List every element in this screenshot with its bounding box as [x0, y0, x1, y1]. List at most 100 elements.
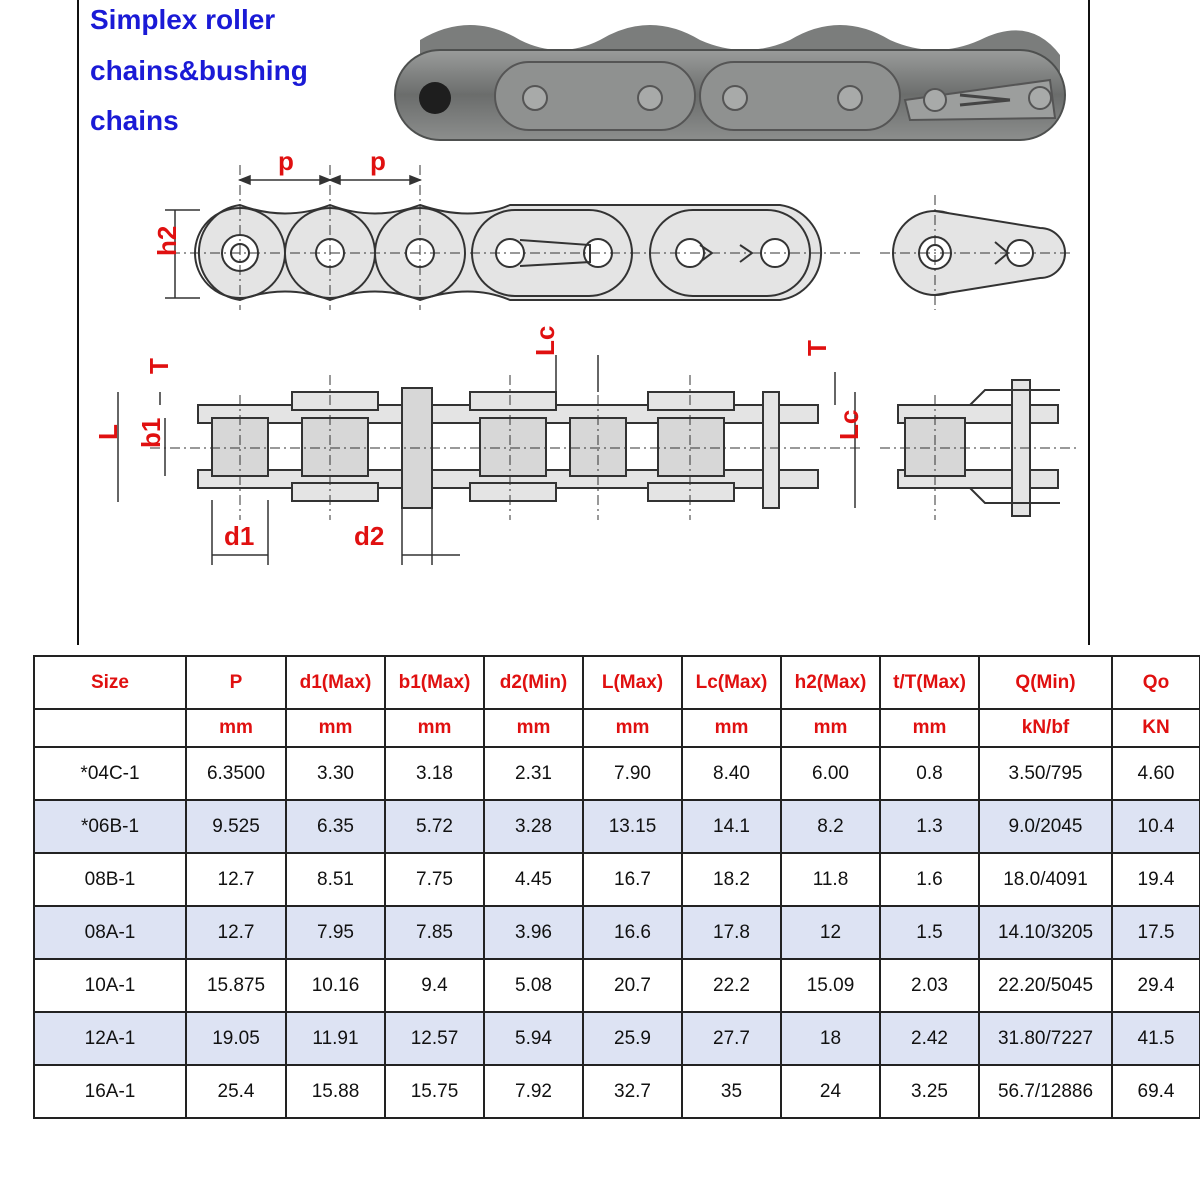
table-cell: 16.7 [582, 852, 683, 907]
table-cell: 5.72 [384, 799, 485, 854]
table-cell-size: 08B-1 [33, 852, 187, 907]
frame-line-right [1088, 0, 1090, 645]
table-cell: 3.30 [285, 746, 386, 801]
header-h2: h2(Max) [780, 655, 881, 710]
table-cell: 2.42 [879, 1011, 980, 1066]
table-cell: 15.88 [285, 1064, 386, 1119]
table-cell: 22.20/5045 [978, 958, 1113, 1013]
centerlines-section [150, 375, 1080, 520]
table-cell: 10.16 [285, 958, 386, 1013]
table-cell: 5.08 [483, 958, 584, 1013]
title-line-1: Simplex roller [90, 4, 276, 35]
table-cell: 12.7 [185, 905, 287, 960]
table-cell: 27.7 [681, 1011, 782, 1066]
table-cell: 69.4 [1111, 1064, 1200, 1119]
header-qo: Qo [1111, 655, 1200, 710]
table-cell: 7.95 [285, 905, 386, 960]
label-Lc-top: Lc [530, 326, 560, 356]
table-cell: 7.92 [483, 1064, 584, 1119]
table-cell-size: 10A-1 [33, 958, 187, 1013]
unit-cell: mm [681, 708, 782, 748]
table-cell: 2.31 [483, 746, 584, 801]
frame-line-left [77, 0, 79, 645]
table-cell: 9.4 [384, 958, 485, 1013]
table-cell: 29.4 [1111, 958, 1200, 1013]
table-cell: 8.2 [780, 799, 881, 854]
label-b1: b1 [136, 418, 166, 448]
unit-cell: mm [483, 708, 584, 748]
title-line-3: chains [90, 105, 179, 136]
table-cell: 25.4 [185, 1064, 287, 1119]
table-cell: 19.05 [185, 1011, 287, 1066]
header-d1: d1(Max) [285, 655, 386, 710]
centerlines-top [170, 165, 1070, 310]
table-cell: 56.7/12886 [978, 1064, 1113, 1119]
unit-cell: kN/bf [978, 708, 1113, 748]
label-p-2: p [370, 146, 386, 176]
table-cell: 11.8 [780, 852, 881, 907]
dimension-lines-section [117, 355, 856, 565]
table-cell-size: *04C-1 [33, 746, 187, 801]
table-cell: 13.15 [582, 799, 683, 854]
label-h2: h2 [152, 226, 182, 256]
chain-diagram: p p h2 T L b1 Lc T Lc d1 d2 [93, 25, 1080, 565]
table-cell: 17.5 [1111, 905, 1200, 960]
table-cell: 24 [780, 1064, 881, 1119]
table-cell: 9.0/2045 [978, 799, 1113, 854]
unit-cell: mm [780, 708, 881, 748]
unit-cell: mm [185, 708, 287, 748]
table-cell: 7.75 [384, 852, 485, 907]
unit-cell: mm [879, 708, 980, 748]
header-row: Size P d1(Max) b1(Max) d2(Min) L(Max) Lc… [33, 655, 1200, 710]
table-cell: 0.8 [879, 746, 980, 801]
header-b1: b1(Max) [384, 655, 485, 710]
table-cell: 18.0/4091 [978, 852, 1113, 907]
table-cell: 6.00 [780, 746, 881, 801]
spec-table: Size P d1(Max) b1(Max) d2(Min) L(Max) Lc… [33, 655, 1200, 1119]
table-cell: 22.2 [681, 958, 782, 1013]
label-p-1: p [278, 146, 294, 176]
unit-cell: mm [285, 708, 386, 748]
header-lc: Lc(Max) [681, 655, 782, 710]
header-tt: t/T(Max) [879, 655, 980, 710]
table-cell: 16.6 [582, 905, 683, 960]
table-cell: 3.25 [879, 1064, 980, 1119]
table-cell: 12.57 [384, 1011, 485, 1066]
table-cell: 8.40 [681, 746, 782, 801]
table-cell: 19.4 [1111, 852, 1200, 907]
unit-cell [33, 708, 187, 748]
table-cell: 41.5 [1111, 1011, 1200, 1066]
table-cell: 31.80/7227 [978, 1011, 1113, 1066]
table-cell: 4.45 [483, 852, 584, 907]
table-cell: 1.6 [879, 852, 980, 907]
label-Lc-right: Lc [834, 410, 864, 440]
unit-row: mm mm mm mm mm mm mm mm kN/bf KN [33, 708, 1200, 748]
label-L: L [93, 424, 123, 440]
table-cell: 1.5 [879, 905, 980, 960]
table-cell: 3.18 [384, 746, 485, 801]
header-l: L(Max) [582, 655, 683, 710]
table-cell: 32.7 [582, 1064, 683, 1119]
table-cell: 20.7 [582, 958, 683, 1013]
unit-cell: mm [582, 708, 683, 748]
label-T-right: T [802, 340, 832, 356]
table-cell: 6.3500 [185, 746, 287, 801]
chain-section-view [197, 379, 1060, 517]
table-cell-size: 16A-1 [33, 1064, 187, 1119]
table-cell: 25.9 [582, 1011, 683, 1066]
table-cell: 2.03 [879, 958, 980, 1013]
table-cell: 10.4 [1111, 799, 1200, 854]
table-cell: 15.75 [384, 1064, 485, 1119]
table-cell: 4.60 [1111, 746, 1200, 801]
table-cell: 35 [681, 1064, 782, 1119]
table-cell: 14.10/3205 [978, 905, 1113, 960]
table-cell: 7.90 [582, 746, 683, 801]
table-cell: 3.96 [483, 905, 584, 960]
table-cell: 1.3 [879, 799, 980, 854]
label-d2: d2 [354, 521, 384, 551]
